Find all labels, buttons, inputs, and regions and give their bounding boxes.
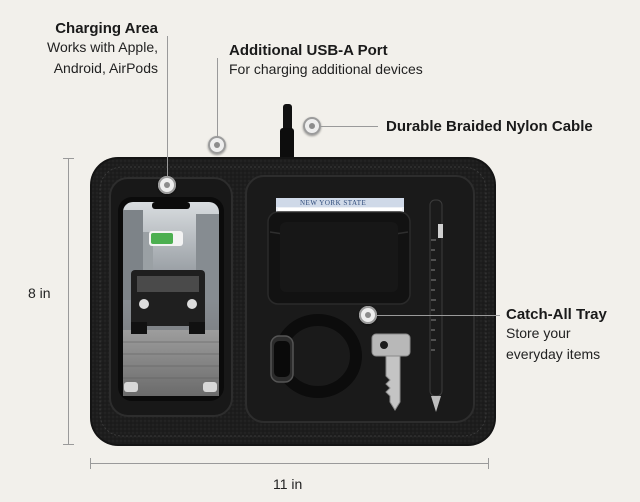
callout-charging-area: Charging Area Works with Apple, Android,…: [10, 20, 158, 79]
key: [371, 333, 411, 411]
leader-line-cable: [320, 126, 378, 127]
callout-usb-port: Additional USB-A Port For charging addit…: [229, 42, 423, 80]
callout-line: Android, AirPods: [53, 60, 158, 76]
callout-title: Durable Braided Nylon Cable: [386, 118, 593, 135]
hotspot-usb-port[interactable]: [208, 136, 226, 154]
leader-line-usb: [217, 58, 218, 138]
callout-tray: Catch-All Tray Store your everyday items: [506, 306, 607, 365]
callout-line: Works with Apple,: [46, 39, 158, 55]
height-label: 8 in: [26, 283, 53, 304]
hotspot-tray[interactable]: [359, 306, 377, 324]
callout-line: everyday items: [506, 346, 601, 362]
callout-cable: Durable Braided Nylon Cable: [386, 118, 593, 135]
height-dimension-line: [68, 158, 69, 444]
card-wallet: [267, 198, 411, 305]
usb-cable: [280, 104, 294, 162]
height-dimension-cap-bottom: [63, 444, 74, 445]
width-dimension-cap-left: [90, 458, 91, 469]
hotspot-cable[interactable]: [303, 117, 321, 135]
callout-line: For charging additional devices: [229, 61, 423, 77]
callout-title: Charging Area: [55, 20, 158, 37]
hotspot-charging-area[interactable]: [158, 176, 176, 194]
width-dimension-line: [90, 463, 488, 464]
smartwatch: [270, 314, 362, 398]
callout-line: Store your: [506, 325, 571, 341]
callout-title: Additional USB-A Port: [229, 42, 388, 59]
card-text: NEW YORK STATE: [300, 199, 367, 207]
callout-title: Catch-All Tray: [506, 306, 607, 323]
multi-tool-pen: [429, 199, 443, 412]
width-dimension-cap-right: [488, 458, 489, 469]
height-dimension-cap-top: [63, 158, 74, 159]
leader-line-tray: [376, 315, 500, 316]
leader-line-charging: [167, 36, 168, 178]
width-label: 11 in: [273, 476, 303, 492]
phone: [118, 197, 224, 401]
